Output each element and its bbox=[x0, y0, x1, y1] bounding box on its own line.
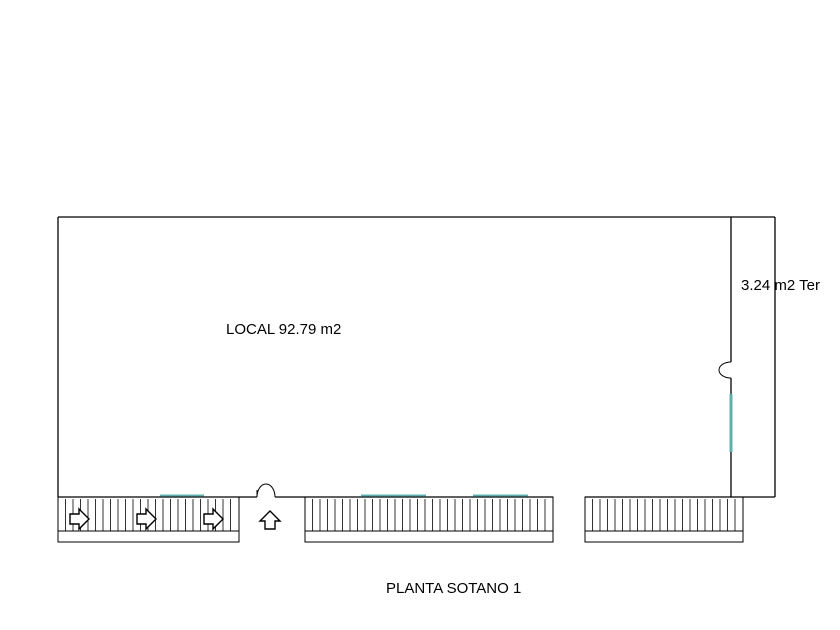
local-outline bbox=[57, 216, 776, 498]
stair-band-middle-treads bbox=[312, 499, 546, 531]
arrow-right-icon bbox=[203, 507, 224, 531]
arrow-right-icon bbox=[136, 507, 157, 531]
stair-band-right bbox=[584, 496, 744, 543]
arrow-right-icon bbox=[69, 507, 90, 531]
plan-title: PLANTA SOTANO 1 bbox=[386, 580, 521, 597]
local-area-label: LOCAL 92.79 m2 bbox=[226, 321, 341, 338]
windows bbox=[160, 394, 733, 498]
stair-band-right-treads bbox=[592, 499, 736, 531]
door-swing-bottom bbox=[256, 483, 276, 498]
stair-band-middle bbox=[304, 496, 554, 543]
stair-band-left-treads bbox=[65, 499, 231, 531]
door-swing-right bbox=[718, 361, 732, 379]
arrow-up-icon bbox=[258, 510, 282, 530]
terrace-area-label: 3.24 m2 Ter bbox=[741, 277, 820, 294]
